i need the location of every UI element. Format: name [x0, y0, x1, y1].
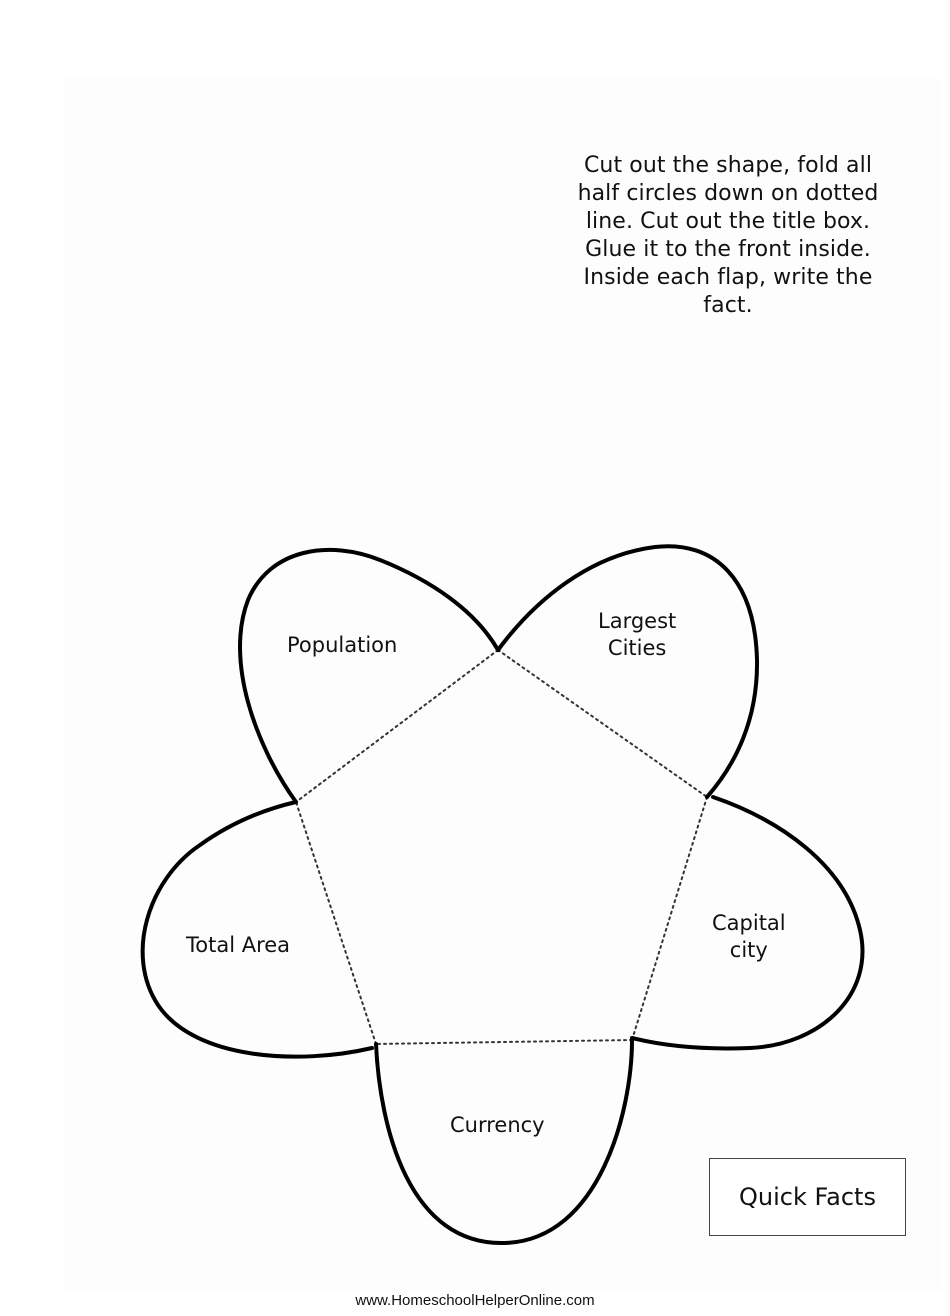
petal-outline-capital-city [630, 795, 865, 1051]
petal-population: Population [287, 632, 397, 659]
petal-outline-total-area [140, 800, 374, 1059]
footer-website-link[interactable]: www.HomeschoolHelperOnline.com [355, 1292, 595, 1309]
quick-facts-title-box: Quick Facts [709, 1158, 906, 1236]
fold-line-total-area [295, 801, 377, 1045]
petal-outline-currency [374, 1038, 634, 1246]
petal-label: Population [287, 633, 398, 657]
page-panel [63, 78, 941, 1292]
fold-lines [295, 649, 708, 1045]
instruction-line: Glue it to the front inside. [585, 237, 871, 262]
fold-line-capital-city [631, 796, 708, 1041]
instruction-line: half circles down on dotted [577, 181, 879, 206]
instruction-line: Inside each flap, write the [583, 265, 873, 290]
petal-label: Total Area [186, 933, 291, 957]
petal-total-area: Total Area [186, 932, 290, 959]
instructions-text: Cut out the shape, fold all half circles… [548, 152, 908, 320]
petal-currency: Currency [450, 1112, 545, 1139]
petal-label: Cities [607, 636, 667, 660]
fold-line-largest-cities [497, 649, 708, 798]
fold-line-currency [375, 1039, 633, 1045]
fold-line-population [295, 649, 499, 803]
petal-outlines [140, 544, 865, 1246]
petal-largest-cities: Largest Cities [598, 608, 676, 662]
petal-capital-city: Capital city [712, 910, 786, 964]
title-box-label: Quick Facts [739, 1183, 876, 1211]
petal-label: city [729, 938, 768, 962]
instruction-line: fact. [703, 293, 753, 318]
instruction-line: Cut out the shape, fold all [583, 153, 873, 178]
petal-label: Currency [450, 1113, 545, 1137]
petal-label: Capital [712, 911, 786, 935]
petal-outline-largest-cities [496, 544, 760, 799]
petal-outline-population [238, 548, 500, 804]
instruction-line: line. Cut out the title box. [585, 209, 871, 234]
petal-label: Largest [598, 609, 677, 633]
